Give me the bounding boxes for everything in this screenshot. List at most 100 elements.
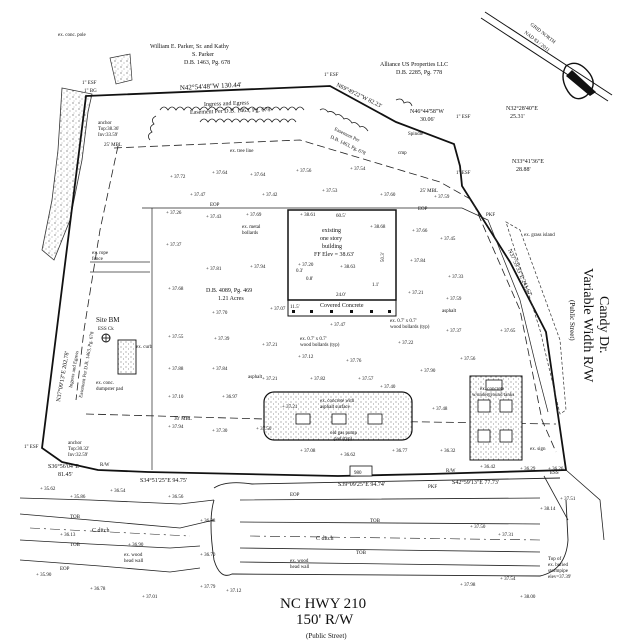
spot-elevation: + 37.33 xyxy=(448,275,464,280)
esf-sw: 1" ESF xyxy=(24,445,39,450)
anchor-top-2: Top:38.36' xyxy=(98,127,119,132)
esf-ne: 1" ESF xyxy=(456,115,471,120)
building-label-4: FF Elev = 38.63' xyxy=(314,252,354,258)
rw-label-2: R/W xyxy=(446,469,456,474)
grass-island-label: ex. grass island xyxy=(524,233,555,238)
site-bm-symbol xyxy=(101,333,111,343)
wood-bollards-1: ex. 0.7' x 0.7' xyxy=(390,319,417,324)
buried-pipe-3: stormpipe xyxy=(548,569,569,574)
bearing-ne1-dist: 25.31' xyxy=(510,114,525,120)
dim-0-8: 0.8' xyxy=(306,277,313,282)
spot-elevation: + 36.70 xyxy=(200,553,216,558)
mbl-label-30: 30' MBL xyxy=(174,417,192,422)
wood-bollards-3: ex. 0.7' x 0.7' xyxy=(300,337,327,342)
bearing-north: N42°54'48"W 130.44' xyxy=(180,81,242,92)
gas-pump-1: old gas pump xyxy=(330,431,357,436)
site-bm-sub: ESS Ck xyxy=(98,327,114,332)
asphalt-label-1: asphalt xyxy=(248,375,263,380)
spot-elevation: + 37.10 xyxy=(168,395,184,400)
spot-elevation: + 37.39 xyxy=(214,337,230,342)
curb-label: ex. curb xyxy=(136,345,153,350)
dim-11-5: 11.5' xyxy=(290,305,300,310)
spot-elevation: + 37.79 xyxy=(200,585,216,590)
rope-fence xyxy=(90,261,150,273)
owner-parker-3: D.B. 1463, Pg. 678 xyxy=(184,60,230,66)
spot-elevation: + 36.38 xyxy=(200,519,216,524)
spot-elevations: + 37.72+ 37.64+ 37.64+ 37.56+ 37.54+ 37.… xyxy=(36,167,576,600)
building-label-2: one story xyxy=(320,236,342,242)
spot-elevation: + 36.62 xyxy=(340,453,356,458)
canopy-2: w/underground tanks xyxy=(472,393,514,398)
ex-wood-1: ex. wood xyxy=(124,553,143,558)
building-label-1: existing xyxy=(322,228,341,234)
buried-pipe-4: elev=37.39' xyxy=(548,575,571,580)
candy-dr-public: (Public Street) xyxy=(568,300,576,341)
spot-elevation: + 36.42 xyxy=(480,465,496,470)
anchor-top-1: anchor xyxy=(98,121,112,126)
esf-e: 1" ESF xyxy=(456,171,471,176)
spot-elevation: + 35.90 xyxy=(36,573,52,578)
spot-elevation: + 37.70 xyxy=(212,311,228,316)
spot-elevation: + 37.57 xyxy=(358,377,374,382)
cmp-label: cmp xyxy=(398,151,407,156)
owner-parker-1: William E. Parker, Sr. and Kathy xyxy=(150,44,229,50)
rock-fence-1: ex. rope xyxy=(92,251,109,256)
spot-elevation: + 35.86 xyxy=(70,495,86,500)
wood-bollards-2: wood bollards (typ) xyxy=(390,325,430,330)
spot-elevation: + 37.60 xyxy=(380,193,396,198)
spot-elevation: + 36.56 xyxy=(168,495,184,500)
dim-0-3: 0.3' xyxy=(296,269,303,274)
wood-bollards xyxy=(292,310,391,313)
spot-elevation: + 37.26 xyxy=(166,211,182,216)
rock-fence-2: fence xyxy=(92,257,104,262)
spot-elevation: + 36.97 xyxy=(222,395,238,400)
spot-elevation: + 37.45 xyxy=(440,237,456,242)
spot-elevation: + 37.31 xyxy=(498,533,514,538)
spot-elevation: + 37.81 xyxy=(206,267,222,272)
spot-elevation: + 38.61 xyxy=(300,213,316,218)
spot-elevation: + 37.50 xyxy=(470,525,486,530)
dumpster-pad xyxy=(117,339,137,375)
spot-elevation: + 37.94 xyxy=(168,425,184,430)
spot-elevation: + 37.56 xyxy=(460,357,476,362)
spot-elevation: + 38.63 xyxy=(340,265,356,270)
spot-elevation: + 37.43 xyxy=(206,215,222,220)
anchor-top-3: Inv:33.59' xyxy=(98,133,118,138)
candy-dr-name: Candy Dr. xyxy=(596,296,611,354)
dim-50-3: 50.3' xyxy=(381,252,386,262)
bearing-s1: S34°51'25"E 94.75' xyxy=(140,477,187,484)
spot-elevation: + 37.82 xyxy=(310,377,326,382)
bearing-s2: S39°09'25"E 94.74' xyxy=(338,481,385,488)
spot-elevation: + 38.14 xyxy=(540,507,556,512)
spot-elevation: + 37.69 xyxy=(246,213,262,218)
easement-pole-box xyxy=(109,53,133,85)
bearing-nw-b-dist: 30.06' xyxy=(420,117,435,123)
spot-elevation: + 37.50 xyxy=(256,427,272,432)
canopy-1: ex. concrete xyxy=(480,387,505,392)
spot-elevation: + 37.64 xyxy=(250,173,266,178)
spot-elevation: + 36.77 xyxy=(392,449,408,454)
spot-elevation: + 37.21 xyxy=(262,377,278,382)
spot-elevation: + 37.53 xyxy=(322,189,338,194)
spot-elevation: + 36.29 xyxy=(520,467,536,472)
pipe-culvert-loop xyxy=(210,477,569,577)
eop-label-1: EOP xyxy=(210,203,220,208)
eop-label-3: EOP xyxy=(290,493,300,498)
bearing-ne2: N33°41'36"E xyxy=(512,158,544,165)
tree-line xyxy=(159,106,305,111)
buried-pipe-2: ex. buried xyxy=(548,563,568,568)
metal-bollards-1: ex. metal xyxy=(242,225,261,230)
dim-24-0: 24.0' xyxy=(336,293,346,298)
bearing-nw-b: N46°44'58"W xyxy=(410,108,444,115)
site-bm-label: Site BM xyxy=(96,316,120,324)
pkf-label-1: PKF xyxy=(486,213,495,218)
conc-pole-label: ex. conc. pole xyxy=(58,33,87,38)
spot-elevation: + 36.32 xyxy=(440,449,456,454)
anchor-bot-3: Inv:32.59' xyxy=(68,453,88,458)
north-arrow: GRID NORTH NAD 83 / 2011 xyxy=(480,11,613,102)
edge-of-pavement xyxy=(142,207,549,413)
bearing-ne2-dist: 28.88' xyxy=(516,167,531,173)
easement-west-label-1: Ingress and Egress xyxy=(69,351,80,389)
spot-elevation: + 38.68 xyxy=(370,225,386,230)
sign-980: 980 xyxy=(354,471,362,476)
